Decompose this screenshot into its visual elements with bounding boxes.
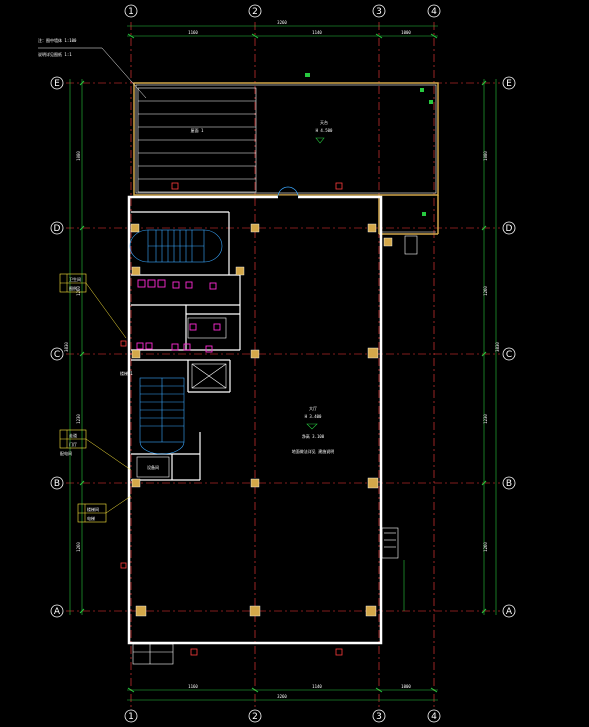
roof-area-note-1: 天台 — [320, 119, 328, 125]
dim-right-total: 3830 — [495, 342, 500, 352]
axis-label-top-3: 3 — [376, 7, 382, 17]
axis-label-top-4: 4 — [431, 7, 437, 17]
axis-label-right-b: B — [506, 479, 512, 489]
axis-label-bottom-3: 3 — [376, 712, 382, 722]
axis-label-left-b: B — [54, 479, 60, 489]
dim-right-seg-3: 1230 — [483, 414, 488, 424]
legend-3: 走道 — [69, 432, 77, 438]
dim-bottom-seg-3: 1000 — [401, 684, 411, 689]
dimension-texts: 3260 1160 1140 1000 3260 1160 1140 1000 … — [64, 20, 500, 699]
axis-label-top-1: 1 — [128, 7, 134, 17]
axis-label-left-e: E — [54, 79, 60, 89]
legend-2: 图例 — [69, 285, 77, 291]
red-marks — [120, 182, 343, 656]
bottom-entry-block — [132, 643, 174, 665]
dim-right-seg-4: 1260 — [483, 542, 488, 552]
grid-lines — [66, 22, 500, 710]
axis-label-bottom-1: 1 — [128, 712, 134, 722]
room-note: 设备间 — [147, 464, 159, 470]
legend-1: 卫生间 — [69, 276, 81, 282]
top-left-note: 注：图中墙体 1:100 说明详见图纸 1:1 — [38, 37, 147, 99]
hall-notes: 大厅 H 3.400 净高 3.100 地面做法详见 建施说明 — [292, 405, 334, 454]
stair-upper — [129, 229, 223, 263]
legend-7: 配电间 — [60, 450, 72, 456]
building-outline — [127, 195, 383, 645]
dim-top-seg-1: 1160 — [188, 30, 198, 35]
dim-right-seg-2: 1260 — [483, 286, 488, 296]
top-entrance-door — [277, 186, 299, 199]
axis-label-left-d: D — [54, 224, 61, 234]
dim-right-seg-1: 1080 — [483, 151, 488, 161]
roof-area-note-2: H 4.500 — [316, 128, 333, 133]
hall-note-1: 大厅 — [309, 405, 317, 411]
axis-label-bottom-4: 4 — [431, 712, 437, 722]
hall-note-3: 净高 3.100 — [302, 433, 325, 439]
axis-label-right-d: D — [506, 224, 513, 234]
axis-label-left-c: C — [54, 350, 60, 360]
stair-lower: 楼梯 1 — [120, 370, 185, 455]
axis-label-right-a: A — [506, 607, 513, 617]
dim-left-seg-4: 1260 — [76, 542, 81, 552]
dimension-lines — [69, 25, 497, 701]
roof-corner-marks — [305, 73, 433, 216]
service-core-walls — [131, 211, 241, 481]
hall-note-4: 地面做法详见 建施说明 — [292, 448, 334, 454]
legend-box-2: 走道 门厅 — [59, 429, 132, 471]
level-marker-hall — [306, 423, 318, 430]
axis-label-left-a: A — [54, 607, 61, 617]
dim-top-total: 3260 — [277, 20, 287, 25]
dim-top-seg-2: 1140 — [312, 30, 322, 35]
axis-bubbles — [50, 4, 516, 723]
stair-note: 楼梯 1 — [120, 370, 133, 376]
roof-label: 屋面 1 — [191, 127, 204, 133]
dim-left-total: 3830 — [64, 342, 69, 352]
legend-box-3: 楼梯间 电梯 — [77, 495, 132, 523]
level-marker-roof — [315, 137, 325, 144]
toilet-fixtures — [136, 279, 221, 353]
hall-note-2: H 3.400 — [305, 414, 322, 419]
top-left-note-1: 注：图中墙体 1:100 — [38, 37, 77, 43]
legend-boxes: 卫生间 图例 走道 门厅 楼梯间 电梯 配电间 — [59, 273, 132, 523]
axis-label-right-c: C — [506, 350, 512, 360]
legend-box-1: 卫生间 图例 — [59, 273, 127, 339]
roof-hatch: 屋面 1 — [137, 87, 257, 193]
dim-bottom-total: 3260 — [277, 694, 287, 699]
axis-labels: 1 2 3 4 1 2 3 4 E D C B A E D C B A — [54, 7, 513, 722]
legend-5: 楼梯间 — [87, 506, 99, 512]
axis-label-bottom-2: 2 — [252, 712, 258, 722]
legend-6: 电梯 — [87, 515, 95, 521]
top-left-note-2: 说明详见图纸 1:1 — [38, 51, 72, 57]
elevator — [191, 363, 227, 389]
legend-4: 门厅 — [69, 441, 77, 447]
dim-left-seg-1: 1080 — [76, 151, 81, 161]
dim-bottom-seg-1: 1160 — [188, 684, 198, 689]
dim-left-seg-2: 1260 — [76, 286, 81, 296]
axis-label-right-e: E — [506, 79, 512, 89]
dim-top-seg-3: 1000 — [401, 30, 411, 35]
dim-bottom-seg-2: 1140 — [312, 684, 322, 689]
service-rooms: 设备间 — [136, 317, 227, 478]
columns — [130, 223, 393, 617]
axis-label-top-2: 2 — [252, 7, 258, 17]
roof-outline — [133, 82, 439, 235]
dim-left-seg-3: 1230 — [76, 414, 81, 424]
right-side-details — [381, 235, 418, 611]
